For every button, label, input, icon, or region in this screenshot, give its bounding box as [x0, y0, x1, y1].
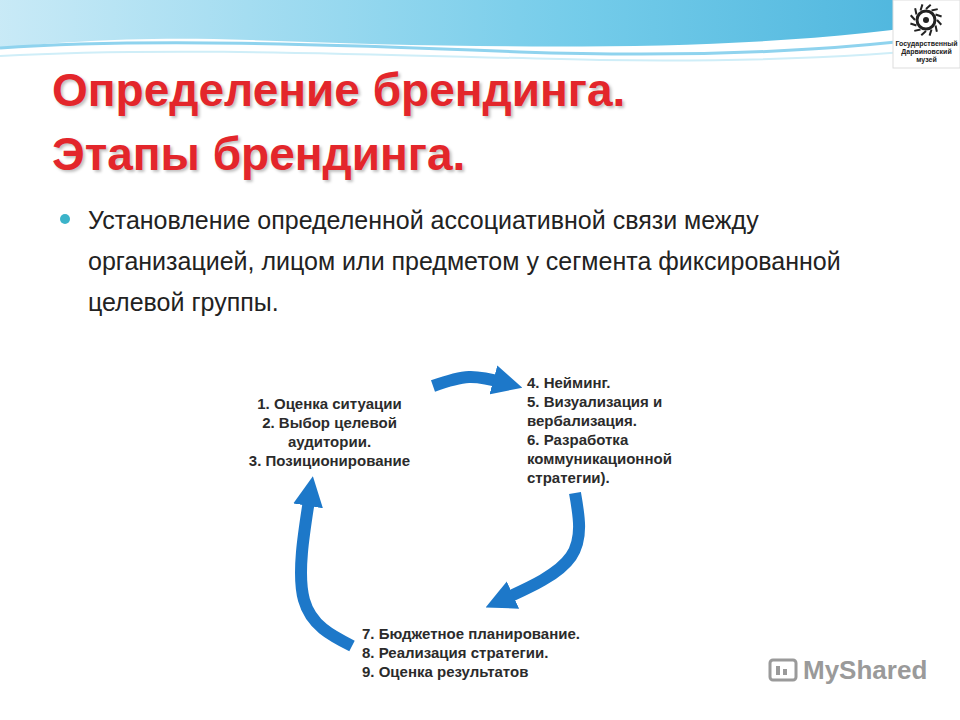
stage-item: 8. Реализация стратегии. — [362, 643, 612, 662]
cycle-arrow — [301, 494, 352, 646]
header-wave — [0, 0, 960, 48]
bullet-text: Установление определенной ассоциативной … — [88, 200, 868, 323]
logo-text: Государственный Дарвиновский музей — [895, 40, 958, 64]
stage-group: 4. Нейминг.5. Визуализация и вербализаци… — [527, 373, 717, 487]
logo-icon — [910, 4, 941, 35]
bullet-dot — [60, 214, 70, 224]
cycle-arrow — [433, 377, 505, 386]
stage-item: 6. Разработка коммуникационной стратегии… — [527, 430, 717, 487]
watermark: MyShared — [803, 656, 943, 684]
slide-title: Определение брендинга. Этапы брендинга. — [52, 58, 692, 186]
logo-ray — [936, 15, 942, 17]
logo-ray — [921, 4, 923, 10]
logo-ray — [921, 31, 926, 35]
logo-ray — [937, 20, 941, 25]
stage-item: 4. Нейминг. — [527, 373, 717, 392]
logo-ray — [932, 9, 938, 10]
cycle-arrow — [502, 493, 579, 600]
logo-ray — [936, 26, 937, 32]
stage-item: 5. Визуализация и вербализация. — [527, 392, 717, 430]
stage-item: 9. Оценка результатов — [362, 662, 612, 681]
stage-item: 1. Оценка ситуации — [222, 394, 437, 413]
logo-ray — [926, 5, 931, 9]
stage-item: 7. Бюджетное планирование. — [362, 624, 612, 643]
stage-group: 7. Бюджетное планирование.8. Реализация … — [362, 624, 612, 681]
stage-item: 2. Выбор целевой аудитории. — [222, 413, 437, 451]
logo-panel — [893, 0, 960, 68]
logo-ray — [914, 30, 920, 31]
logo-ray — [915, 8, 916, 14]
logo-ray — [911, 15, 915, 20]
watermark-icon — [770, 660, 796, 680]
stage-group: 1. Оценка ситуации2. Выбор целевой аудит… — [222, 394, 437, 470]
stage-item: 3. Позиционирование — [222, 451, 437, 470]
logo-ray — [930, 30, 932, 36]
wave-line — [0, 46, 960, 60]
logo-ray — [910, 24, 916, 26]
